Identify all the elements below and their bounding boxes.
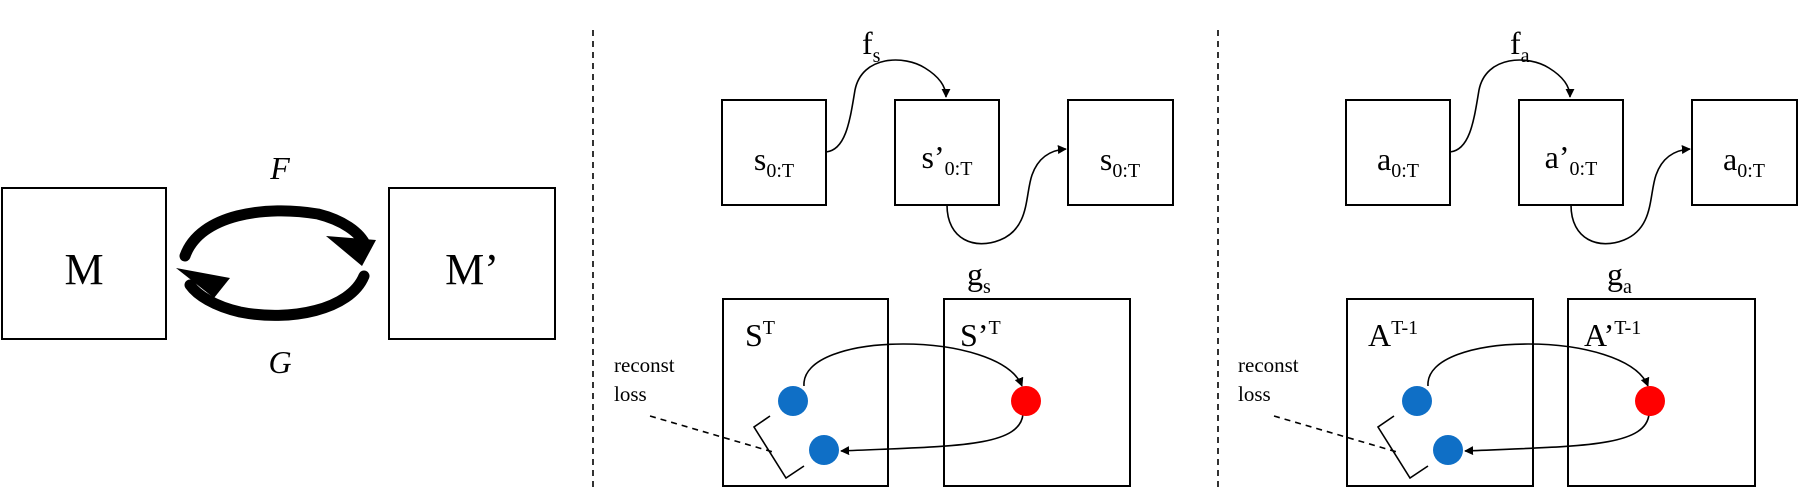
loss-label-line1: reconst — [614, 353, 675, 377]
box-s-output — [1067, 99, 1174, 206]
box-space-a-prime-label: A’T-1 — [1584, 317, 1641, 353]
box-s-input — [721, 99, 827, 206]
box-space-s — [722, 298, 889, 487]
panel-state-translation: s0:T s’0:T s0:T fs gs ST S’T reconst los… — [614, 25, 1174, 487]
arrow-f-label: F — [269, 150, 290, 186]
action-loss-bracket — [1376, 415, 1429, 480]
arrow-point-forward — [803, 343, 1024, 387]
loss-label-line2: loss — [614, 382, 647, 406]
box-a-translated-label: a’0:T — [1545, 139, 1598, 180]
box-s-translated-label: s’0:T — [922, 139, 973, 180]
arrow-fa-label: fa — [1510, 25, 1530, 67]
arrow-fs — [825, 59, 951, 153]
box-a-translated — [1518, 99, 1624, 206]
box-a-output-label: a0:T — [1723, 141, 1765, 182]
box-a-input — [1345, 99, 1451, 206]
box-space-s-prime — [943, 298, 1131, 487]
box-a-input-label: a0:T — [1377, 141, 1419, 182]
arrow-action-point-forward — [1427, 343, 1650, 387]
box-s-output-label: s0:T — [1100, 141, 1140, 182]
box-space-s-prime-label: S’T — [960, 317, 1001, 353]
arrow-ga-label: ga — [1607, 256, 1632, 298]
panel-action-translation: a0:T a’0:T a0:T fa ga AT-1 A’T-1 reconst… — [1238, 25, 1798, 487]
box-s-translated — [894, 99, 1000, 206]
action-point-reconstructed — [1433, 435, 1463, 465]
box-space-a — [1346, 298, 1534, 487]
box-space-s-label: ST — [745, 317, 775, 353]
panel-domain-mapping: M M’ F G — [1, 150, 556, 380]
box-space-a-prime — [1567, 298, 1756, 487]
arrow-action-point-backward — [1464, 413, 1650, 456]
arrow-fs-label: fs — [862, 25, 881, 67]
arrow-gs-label: gs — [967, 256, 991, 298]
arrow-g-head-icon — [176, 268, 230, 298]
arrow-g-label: G — [268, 344, 291, 380]
box-m-prime-label: M’ — [445, 245, 499, 294]
action-point-original — [1402, 386, 1432, 416]
action-loss-leader-line — [1273, 415, 1398, 453]
arrow-gs — [946, 145, 1067, 245]
box-s-input-label: s0:T — [754, 141, 794, 182]
box-m-prime — [388, 187, 556, 340]
arrow-fa — [1449, 59, 1575, 153]
action-loss-label-line2: loss — [1238, 382, 1271, 406]
loss-bracket — [752, 415, 805, 480]
action-point-translated — [1635, 386, 1665, 416]
box-m-label: M — [64, 245, 103, 294]
box-m — [1, 187, 167, 340]
point-reconstructed — [809, 435, 839, 465]
loss-leader-line — [649, 415, 774, 453]
point-translated — [1011, 386, 1041, 416]
arrow-f-head-icon — [326, 236, 376, 266]
box-space-a-label: AT-1 — [1368, 317, 1418, 353]
arrow-g — [184, 270, 370, 321]
arrow-point-backward — [840, 413, 1024, 456]
arrow-ga — [1570, 145, 1691, 245]
point-original — [778, 386, 808, 416]
action-loss-label-line1: reconst — [1238, 353, 1299, 377]
arrow-f — [179, 205, 372, 262]
box-a-output — [1691, 99, 1798, 206]
